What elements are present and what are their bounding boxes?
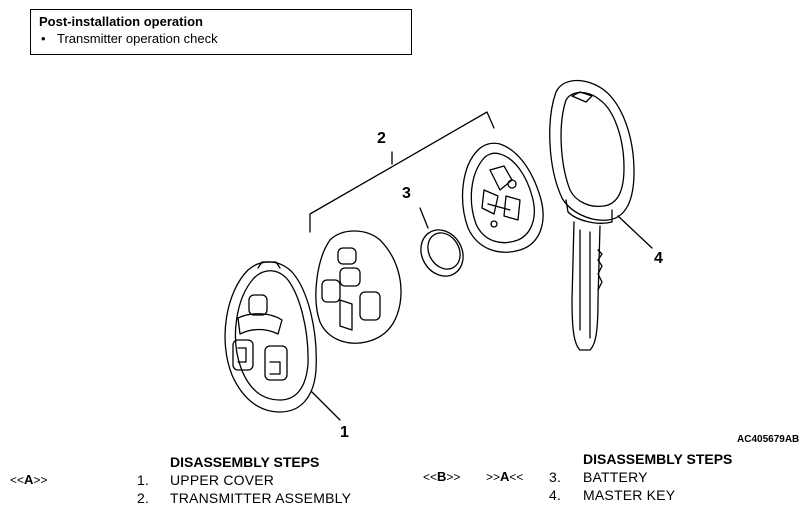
callout-leader-4 [617,215,653,249]
ref-suffix: >> [33,473,48,487]
left-step-ref-a: <<A>> [10,472,47,488]
assembly-bracket-line [309,111,495,233]
ref-letter: B [437,469,447,484]
right-steps-heading: DISASSEMBLY STEPS [583,451,733,467]
bullet-icon: • [41,31,46,46]
ref-suffix: << [509,470,524,484]
master-key-part [549,79,653,351]
note-title: Post-installation operation [39,14,203,29]
circuit-housing-part [461,142,544,253]
upper-cover-part [224,261,341,421]
battery-part [419,207,464,277]
step-number-4: 4. [549,487,562,503]
step-label-upper-cover: UPPER COVER [170,472,275,488]
callout-leader-3 [419,207,429,229]
note-item-text: Transmitter operation check [57,31,218,46]
step-label-transmitter-assembly: TRANSMITTER ASSEMBLY [170,490,352,506]
ref-prefix: << [423,470,438,484]
ref-letter: A [24,472,34,487]
ref-suffix: >> [446,470,461,484]
step-number-2: 2. [137,490,150,506]
transmitter-front-part [315,230,402,344]
note-bullet-item: • Transmitter operation check [39,30,403,47]
callout-3: 3 [402,185,411,202]
ref-letter: A [500,469,510,484]
callout-2: 2 [377,130,386,147]
figure-id: AC405679AB [737,434,800,445]
post-installation-note: Post-installation operation • Transmitter… [30,9,412,55]
right-step-ref-a: >>A<< [486,469,523,485]
step-number-3: 3. [549,469,562,485]
callout-4: 4 [654,250,663,267]
ref-prefix: << [10,473,25,487]
step-number-1: 1. [137,472,150,488]
callout-leader-1 [311,391,341,421]
left-steps-heading: DISASSEMBLY STEPS [170,454,320,470]
callout-1: 1 [340,424,349,441]
step-label-battery: BATTERY [583,469,648,485]
right-step-ref-b: <<B>> [423,469,460,485]
step-label-master-key: MASTER KEY [583,487,676,503]
ref-prefix: >> [486,470,501,484]
